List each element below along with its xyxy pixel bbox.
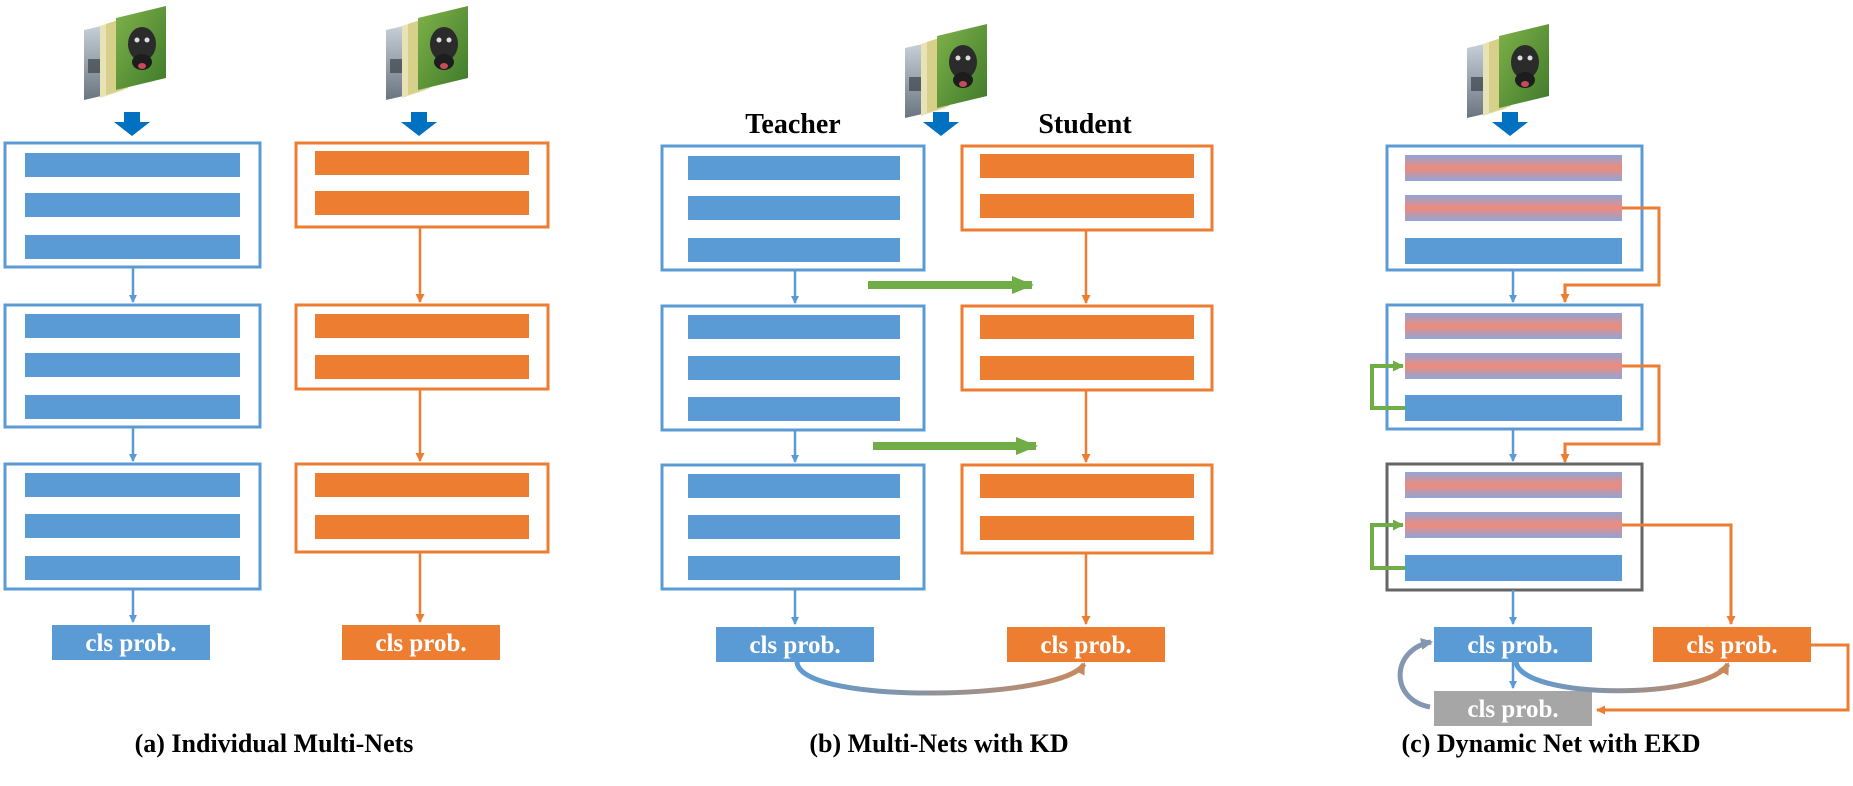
ensemble-kd-curve — [1397, 638, 1433, 710]
output-label: cls prob. — [1686, 632, 1777, 659]
network-block — [294, 141, 550, 229]
output-label: cls prob. — [1040, 632, 1131, 659]
input-arrow-icon — [1492, 112, 1528, 136]
teacher-output-box — [716, 627, 874, 662]
panel-caption: (c) Dynamic Net with EKD — [1402, 729, 1701, 758]
layer-bar — [980, 154, 1194, 178]
self-distillation-loop — [1370, 519, 1405, 570]
layer-bar — [688, 196, 900, 220]
layer-bar — [688, 397, 900, 421]
shared-layer-bar — [1405, 472, 1622, 498]
panel-caption: (b) Multi-Nets with KD — [809, 729, 1068, 758]
shared-layer-bar — [1405, 512, 1622, 538]
output-label: cls prob. — [375, 630, 466, 657]
input-arrow-icon — [114, 112, 150, 136]
layer-bar — [980, 194, 1194, 218]
output-box — [342, 625, 500, 660]
input-arrow-icon — [923, 112, 959, 136]
input-image-icon — [1467, 24, 1549, 118]
layer-bar — [1405, 555, 1622, 581]
layer-bar — [688, 315, 900, 339]
layer-bar — [315, 151, 529, 175]
layer-bar — [25, 193, 240, 217]
input-image-icon — [905, 24, 987, 118]
layer-bar — [980, 516, 1194, 540]
layer-bar — [688, 238, 900, 262]
layer-bar — [25, 514, 240, 538]
layer-bar — [315, 473, 529, 497]
teacher-label: Teacher — [745, 109, 840, 140]
ensemble-output-box — [1434, 691, 1592, 726]
panel-a-individual-multi-nets: cls prob. cls prob. (a) Individual Multi… — [3, 6, 550, 758]
layer-bar — [25, 556, 240, 580]
output-label: cls prob. — [1467, 632, 1558, 659]
student-output-box — [1007, 627, 1165, 662]
branch-path — [1560, 206, 1661, 303]
layer-bar — [25, 235, 240, 259]
layer-bar — [688, 474, 900, 498]
kd-loss-curve — [1513, 661, 1731, 694]
shared-layer-bar — [1405, 155, 1622, 181]
network-block — [294, 303, 550, 391]
layer-bar — [315, 515, 529, 539]
branch-path — [1622, 523, 1736, 625]
output-label: cls prob. — [749, 632, 840, 659]
layer-bar — [980, 315, 1194, 339]
layer-bar — [980, 356, 1194, 380]
layer-bar — [315, 191, 529, 215]
shared-layer-bar — [1405, 313, 1622, 339]
layer-bar — [688, 556, 900, 580]
branch-path — [1596, 643, 1850, 715]
layer-bar — [315, 314, 529, 338]
main-output-box — [1434, 627, 1592, 662]
layer-bar — [688, 515, 900, 539]
student-label: Student — [1038, 109, 1132, 140]
layer-bar — [25, 314, 240, 338]
shared-layer-bar — [1405, 195, 1622, 221]
layer-bar — [315, 355, 529, 379]
panel-b-multi-nets-with-kd: Teacher Student cls prob. cls p — [660, 24, 1214, 758]
self-distillation-loop — [1370, 360, 1405, 410]
input-image-icon — [386, 6, 468, 100]
teacher-block — [660, 304, 926, 432]
layer-bar — [25, 153, 240, 177]
output-label: cls prob. — [1467, 696, 1558, 723]
input-image-icon — [84, 6, 166, 100]
branch-path — [1560, 364, 1661, 463]
output-label: cls prob. — [85, 630, 176, 657]
layer-bar — [25, 395, 240, 419]
teacher-block — [660, 463, 926, 591]
layer-bar — [688, 156, 900, 180]
teacher-block — [660, 144, 926, 272]
layer-bar — [980, 474, 1194, 498]
network-block — [294, 462, 550, 554]
branch-output-box — [1653, 627, 1811, 662]
input-arrow-icon — [401, 112, 437, 136]
shared-layer-bar — [1405, 353, 1622, 379]
layer-bar — [1405, 395, 1622, 421]
panel-caption: (a) Individual Multi-Nets — [135, 729, 414, 758]
output-box — [52, 625, 210, 660]
kd-loss-curve — [794, 661, 1087, 696]
layer-bar — [688, 356, 900, 380]
panel-c-dynamic-net-with-ekd: cls prob. cls prob. cls prob. (c) Dynami… — [1370, 24, 1850, 758]
layer-bar — [1405, 238, 1622, 264]
layer-bar — [25, 353, 240, 377]
layer-bar — [25, 473, 240, 497]
